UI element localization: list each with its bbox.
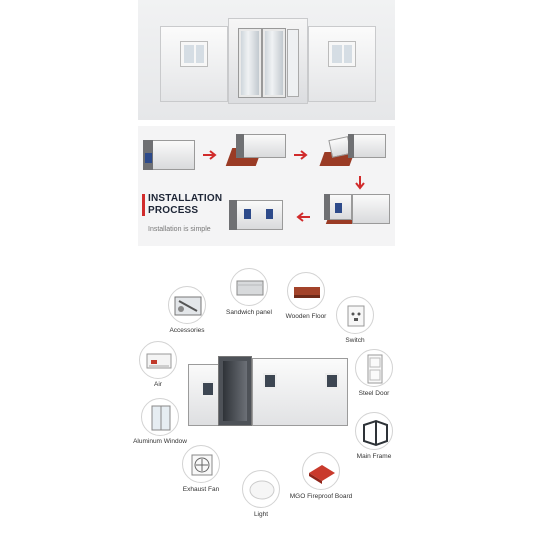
step-3-container	[348, 134, 386, 158]
arrow-left-icon	[296, 212, 310, 222]
mgo-board-circle	[302, 452, 340, 490]
house-window-2	[325, 373, 339, 389]
house-window-1	[263, 373, 277, 389]
house-right-wing	[308, 26, 376, 102]
aluminum-window-icon	[151, 405, 171, 431]
light-label: Light	[253, 511, 269, 518]
main-frame-icon	[363, 419, 388, 447]
house-main-module	[252, 358, 348, 426]
hero-photo-expandable-house	[138, 0, 395, 120]
mgo-board-icon	[309, 465, 335, 484]
glass-door-left	[238, 28, 262, 98]
wooden-floor-circle	[287, 272, 325, 310]
wooden-floor-icon	[294, 287, 320, 298]
exhaust-fan-icon	[191, 454, 213, 476]
exhaust-fan-circle	[182, 445, 220, 483]
steel-door-icon	[367, 354, 383, 384]
step-2-container	[236, 134, 286, 158]
light-circle	[242, 470, 280, 508]
air-circle	[139, 341, 177, 379]
main-frame-label: Main Frame	[356, 453, 392, 460]
accessories-label: Accessories	[169, 327, 205, 334]
process-title-line1: INSTALLATION	[148, 193, 223, 204]
process-subtitle: Installation is simple	[148, 226, 211, 233]
aluminum-window-circle	[141, 398, 179, 436]
switch-icon	[347, 305, 365, 327]
assembled-house-image	[188, 354, 348, 430]
accessories-circle	[168, 286, 206, 324]
house-center-module	[228, 18, 308, 104]
right-wing-window	[328, 41, 356, 67]
side-glass-panel	[287, 29, 299, 97]
arrow-right-icon	[294, 150, 308, 160]
house-left-wing	[160, 26, 228, 102]
light-icon	[249, 480, 275, 500]
step-5-finished-house	[229, 200, 283, 230]
mgo-board-label: MGO Fireproof Board	[289, 493, 353, 500]
exhaust-fan-label: Exhaust Fan	[182, 486, 220, 493]
step-4-container	[352, 194, 390, 224]
left-wing-window	[180, 41, 208, 67]
process-title-line2: PROCESS	[148, 205, 199, 216]
accessories-icon	[174, 296, 202, 316]
step-4-wing	[324, 194, 352, 220]
switch-label: Switch	[345, 337, 365, 344]
house-left-window	[201, 381, 215, 397]
aluminum-window-label: Aluminum Window	[133, 438, 187, 445]
house-open-door	[218, 356, 252, 426]
steel-door-circle	[355, 349, 393, 387]
sandwich-panel-label: Sandwich panel	[226, 309, 272, 316]
arrow-down-icon	[355, 176, 365, 190]
steel-door-label: Steel Door	[358, 390, 390, 397]
arrow-right-icon	[203, 150, 217, 160]
title-accent-bar	[142, 194, 145, 216]
sandwich-panel-circle	[230, 268, 268, 306]
sandwich-panel-icon	[236, 280, 264, 296]
air-label: Air	[154, 381, 162, 388]
switch-circle	[336, 296, 374, 334]
air-conditioner-icon	[146, 353, 172, 369]
wooden-floor-label: Wooden Floor	[285, 313, 327, 320]
step-1-closed-container	[143, 140, 195, 170]
glass-door-right	[262, 28, 286, 98]
main-frame-circle	[355, 412, 393, 450]
